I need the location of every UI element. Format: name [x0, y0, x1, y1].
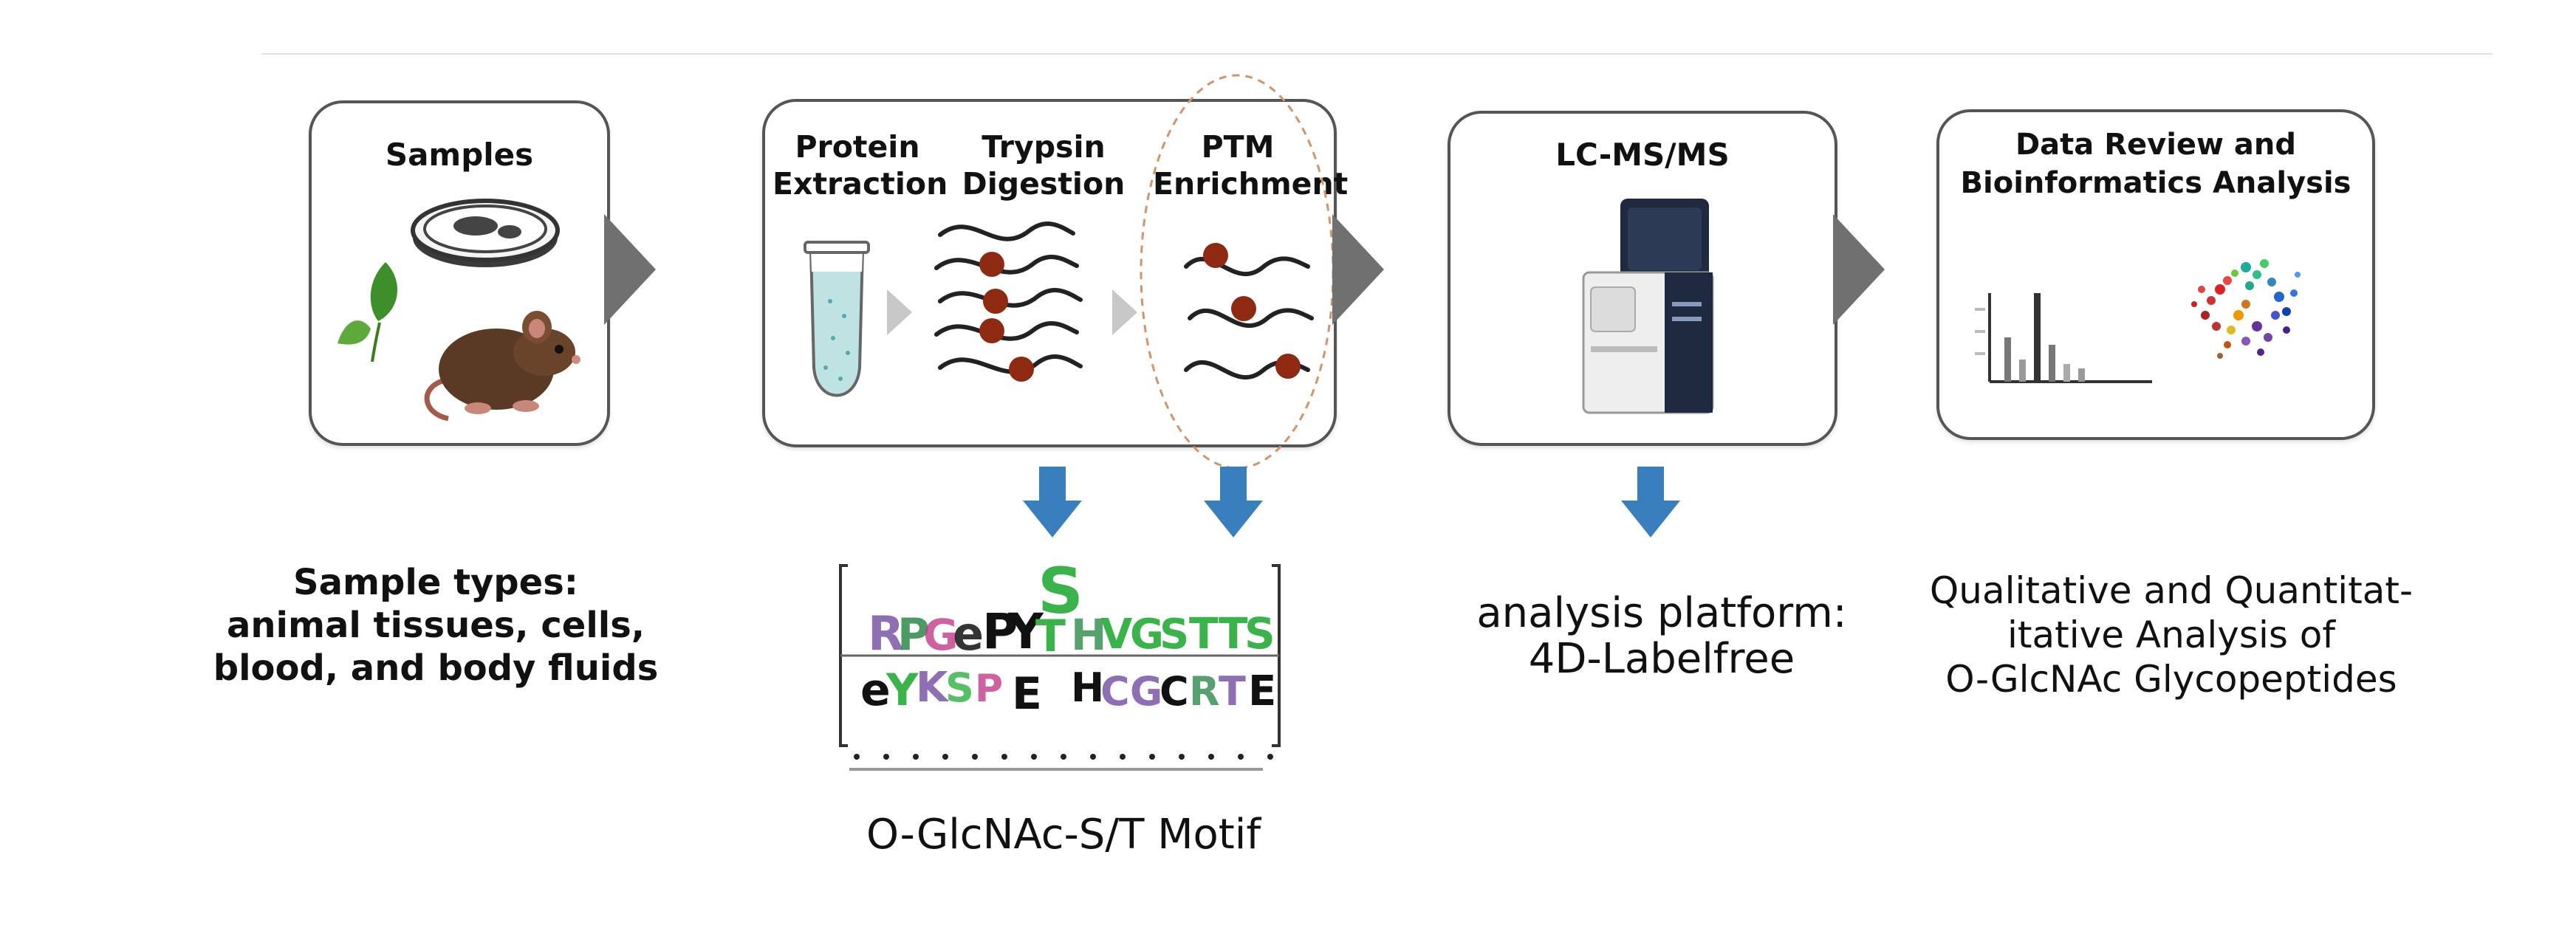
- sub-arrow-2: [1112, 289, 1137, 335]
- svg-text:C: C: [1100, 668, 1130, 715]
- svg-text:P: P: [897, 609, 930, 661]
- svg-text:T: T: [1219, 608, 1248, 659]
- mouse-icon: [424, 311, 580, 422]
- svg-text:E: E: [1248, 667, 1276, 715]
- motif-caption: O-GlcNAc-S/T Motif: [866, 811, 1261, 859]
- svg-text:G: G: [1130, 668, 1162, 715]
- svg-text:Y: Y: [1007, 603, 1044, 660]
- svg-text:P: P: [975, 667, 1003, 711]
- svg-text:e: e: [860, 664, 891, 716]
- platform-caption: analysis platform: 4D-Labelfree: [1476, 589, 1847, 683]
- analysis-title: Data Review and Bioinformatics Analysis: [1960, 128, 2351, 200]
- samples-title: Samples: [385, 137, 534, 173]
- bar-chart-icon: [1975, 293, 2152, 383]
- trypsin-digestion-label: Trypsin Digestion: [962, 129, 1126, 202]
- mass-spectrometer-icon: [1582, 199, 1714, 414]
- svg-text:C: C: [1159, 668, 1189, 715]
- flow-arrow-1: [604, 214, 656, 325]
- enrichment-highlight: [1140, 74, 1335, 470]
- petri-dish-icon: [411, 199, 560, 267]
- analysis-box: Data Review and Bioinformatics Analysis: [1936, 109, 2375, 440]
- enriched-peptides-icon: [1184, 243, 1314, 380]
- sample-types-caption: Sample types: animal tissues, cells, blo…: [213, 562, 659, 689]
- svg-text:S: S: [945, 664, 974, 711]
- lcms-box: LC-MS/MS: [1448, 111, 1837, 446]
- svg-text:R: R: [1189, 668, 1220, 715]
- sub-arrow-1: [887, 289, 912, 335]
- svg-text:S: S: [1244, 608, 1275, 659]
- svg-text:S: S: [1159, 611, 1189, 659]
- leaf-icon: [338, 262, 398, 362]
- svg-text:P: P: [982, 603, 1018, 660]
- svg-text:E: E: [1012, 668, 1042, 720]
- svg-text:K: K: [916, 664, 950, 712]
- analysis-caption: Qualitative and Quantitat- itative Analy…: [1929, 569, 2414, 701]
- svg-text:T: T: [1035, 611, 1066, 662]
- down-arrow-enrichment: [1204, 467, 1263, 537]
- svg-text:S: S: [1038, 554, 1083, 628]
- down-arrow-digestion: [1023, 467, 1082, 537]
- lcms-title: LC-MS/MS: [1555, 137, 1730, 173]
- flow-arrow-2: [1332, 214, 1384, 325]
- svg-text:H: H: [1071, 664, 1104, 711]
- flow-arrow-3: [1833, 214, 1885, 325]
- svg-text:T: T: [1219, 668, 1246, 715]
- cluster-plot-icon: [2191, 259, 2301, 359]
- svg-text:R: R: [868, 607, 904, 662]
- samples-box: Samples: [309, 100, 610, 446]
- top-rule: [262, 53, 2493, 55]
- tube-icon: [804, 241, 870, 397]
- peptides-icon: [934, 221, 1083, 382]
- prep-box: Protein Extraction Trypsin Digestion PTM…: [762, 99, 1349, 447]
- svg-text:e: e: [953, 607, 984, 661]
- svg-text:H: H: [1071, 610, 1107, 660]
- svg-text:T: T: [1189, 608, 1219, 659]
- svg-text:V: V: [1100, 611, 1133, 659]
- svg-text:Y: Y: [886, 664, 919, 716]
- svg-text:G: G: [1130, 611, 1164, 659]
- protein-extraction-label: Protein Extraction: [773, 129, 948, 202]
- motif-logo-graphic: R P G e P Y S T H V G S T T S e Y K S P …: [839, 554, 1281, 771]
- down-arrow-lcms: [1621, 467, 1680, 537]
- svg-text:G: G: [923, 610, 959, 660]
- ptm-enrichment-label: PTM Enrichment: [1153, 129, 1349, 202]
